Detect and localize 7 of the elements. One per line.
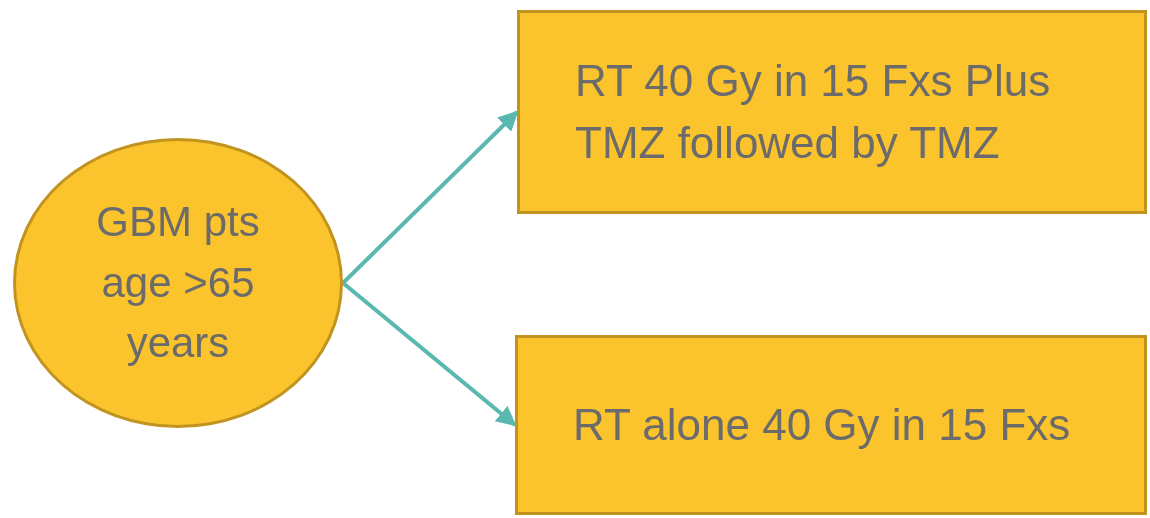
- arrow: [341, 281, 517, 427]
- arrow: [341, 110, 519, 285]
- node-label: GBM pts age >65 years: [95, 196, 261, 369]
- process-box: [515, 335, 1147, 515]
- process-box: [517, 10, 1147, 214]
- node-label: RT alone 40 Gy in 15 Fxs: [573, 399, 1071, 452]
- node-label: RT 40 Gy in 15 Fxs Plus TMZ followed by TMZ: [575, 55, 1052, 169]
